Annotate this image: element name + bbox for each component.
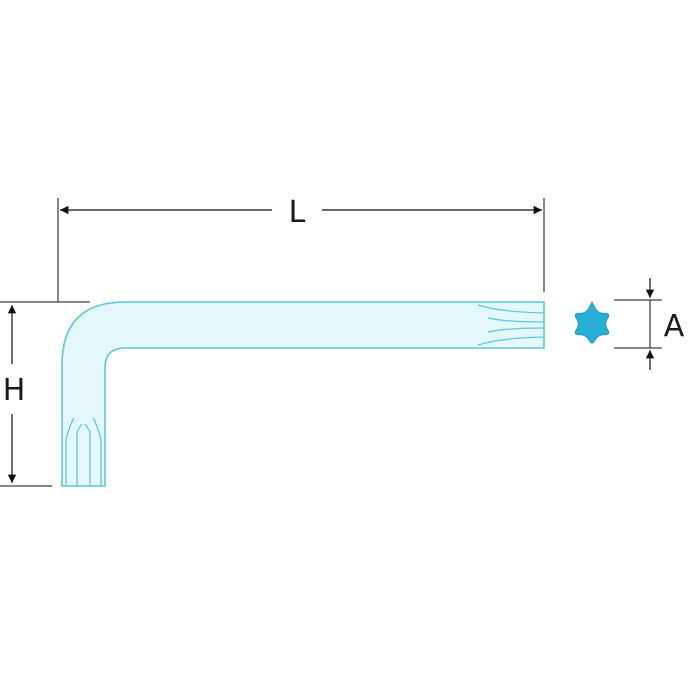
long-arm-flutes <box>477 304 545 346</box>
length-dimension: L <box>60 195 542 230</box>
torx-star-icon <box>574 301 610 344</box>
key-body <box>61 301 545 487</box>
tip-size-dimension: A <box>645 278 685 370</box>
extension-lines <box>0 198 662 487</box>
short-arm-flutes <box>65 417 102 486</box>
height-dimension: H <box>3 305 26 483</box>
length-label: L <box>289 195 306 230</box>
height-label: H <box>3 373 26 408</box>
tip-size-label: A <box>664 309 685 344</box>
